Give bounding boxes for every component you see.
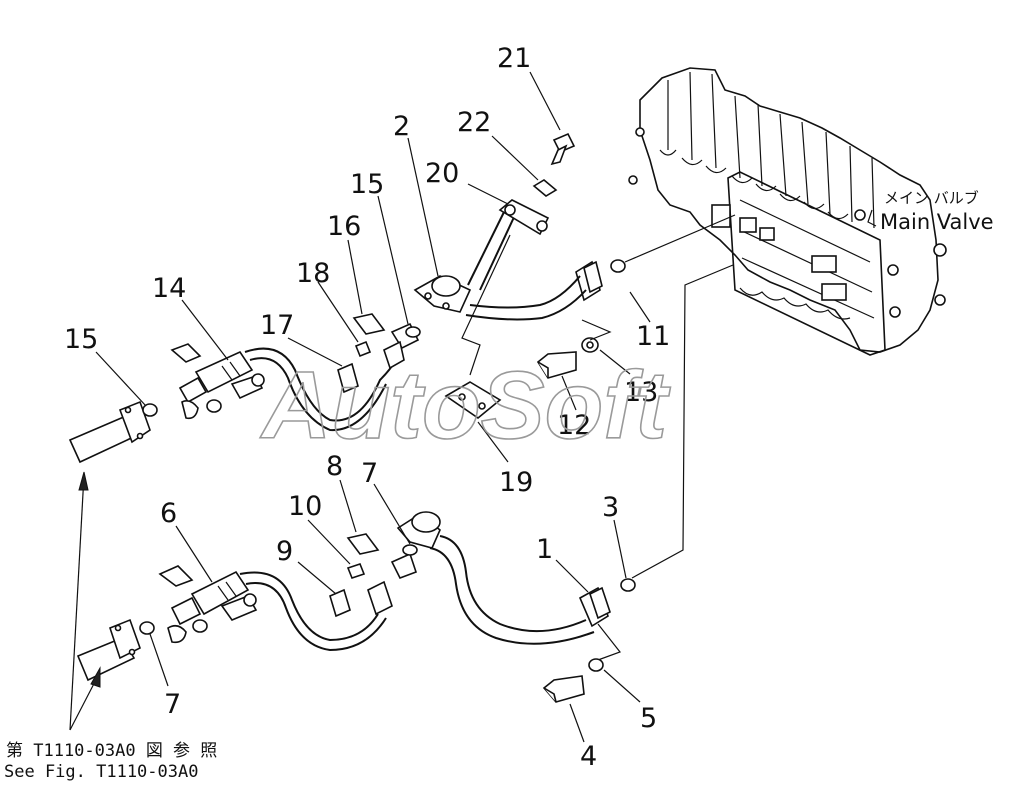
callout-11: 11: [636, 321, 670, 352]
callout-13: 13: [624, 377, 658, 408]
o-ring-3: [620, 578, 636, 592]
callout-15-left: 15: [64, 324, 98, 355]
callout-18: 18: [296, 258, 330, 289]
callout-17: 17: [260, 310, 294, 341]
callout-15-upper: 15: [350, 169, 384, 200]
callout-9: 9: [276, 536, 293, 567]
left-lower-pipe: [76, 618, 155, 682]
figure-reference-en: See Fig. T1110-03A0: [4, 762, 198, 782]
left-upper-pipe: [68, 400, 158, 464]
lower-tube-assembly: [396, 511, 621, 703]
o-ring-11: [610, 259, 626, 273]
callout-14: 14: [152, 273, 186, 304]
callout-numbers: 21 22 2 20 15 16 18 14 17 15 11 13 12 19…: [64, 43, 670, 772]
callout-19: 19: [499, 467, 533, 498]
callout-22: 22: [457, 107, 491, 138]
callout-7-upper: 7: [361, 458, 378, 489]
upper-hose-assembly: [170, 313, 421, 432]
upper-tube-assembly: [413, 132, 603, 419]
lower-hose-assembly: [158, 533, 418, 652]
callout-3: 3: [602, 492, 619, 523]
callout-12: 12: [557, 410, 591, 441]
callout-8: 8: [326, 451, 343, 482]
main-valve-label-jp: メイン バルブ: [884, 189, 979, 207]
callout-16: 16: [327, 211, 361, 242]
callout-4: 4: [580, 741, 597, 772]
callout-5: 5: [640, 703, 657, 734]
callout-2: 2: [393, 111, 410, 142]
bolt-12: [536, 351, 577, 379]
reference-arrows: [69, 471, 101, 731]
figure-reference-jp: 第 T1110-03A0 図 参 照: [6, 741, 217, 761]
callout-7-lower: 7: [164, 689, 181, 720]
callout-1: 1: [536, 534, 553, 565]
leader-line: [624, 214, 736, 263]
callout-10: 10: [288, 491, 322, 522]
callout-leaders: [95, 71, 651, 743]
main-valve-leader: [867, 209, 877, 227]
main-valve-body: [628, 67, 947, 356]
leader-line: [581, 319, 612, 341]
leader-line: [631, 264, 734, 579]
main-valve-label-en: Main Valve: [880, 210, 994, 234]
callout-20: 20: [425, 158, 459, 189]
watermark: AutoSoft: [260, 352, 671, 459]
callout-21: 21: [497, 43, 531, 74]
callout-6: 6: [160, 498, 177, 529]
